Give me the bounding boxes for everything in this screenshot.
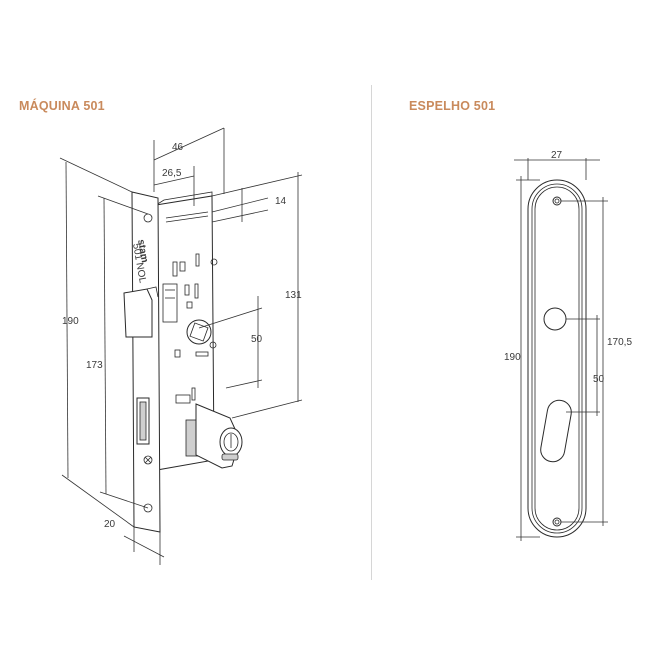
dim-50-label: 50 [251, 334, 263, 345]
case-slot [174, 349, 181, 358]
dim-50-ext-bottom [225, 379, 263, 389]
case-slot [186, 301, 193, 309]
dim-esp-190-label: 190 [504, 352, 521, 363]
faceplate-brand: stam [135, 239, 150, 264]
latch-mechanism [162, 283, 178, 323]
dim-190-ext-top [59, 157, 133, 193]
escutcheon-screw-bottom [552, 517, 562, 527]
screw-slot [144, 456, 152, 464]
handle-follower [186, 319, 212, 345]
handle-hole [543, 307, 567, 331]
dim-46-label: 46 [172, 142, 184, 153]
follower-square-hole [189, 322, 209, 342]
dim-190-ext-bottom [61, 474, 135, 528]
dim-131-label: 131 [285, 290, 302, 301]
latch-bolt [123, 288, 153, 338]
cylinder-keyway [221, 453, 239, 461]
case-slot [165, 211, 209, 219]
dim-esp-50-label: 50 [593, 374, 605, 385]
case-rivet [209, 341, 217, 349]
escutcheon-plate-outer [527, 179, 587, 538]
escutcheon-plate-bevel [534, 186, 580, 531]
dim-26-5-line [153, 175, 195, 186]
lock-body-drawing: stam 501 NOL 46 26,5 14 [59, 127, 303, 565]
dim-14-ext-b [211, 209, 269, 223]
faceplate-screw [143, 455, 153, 465]
cylinder-hole [540, 399, 572, 463]
dim-20-line [123, 535, 165, 558]
dim-131-ext-top [211, 174, 303, 197]
dim-50-ext-top [198, 307, 263, 329]
dim-170-5-label: 170,5 [607, 337, 632, 348]
escutcheon-screw-bottom-center [554, 519, 560, 525]
dim-14-ext-a [211, 197, 269, 213]
escutcheon-plate-inner [531, 183, 583, 534]
escutcheon-drawing: 27 190 170,5 50 [504, 150, 632, 541]
case-slot [191, 387, 196, 401]
dim-131-ext-bottom [231, 399, 303, 419]
dim-173-ext-top [97, 195, 149, 215]
dim-190-line [65, 161, 69, 479]
dim-173-line [103, 197, 107, 495]
dim-27-label: 27 [551, 150, 563, 161]
escutcheon-screw-top-center [554, 198, 560, 204]
dim-190-label: 190 [62, 316, 79, 327]
section-divider [371, 85, 372, 580]
lock-body-title: MÁQUINA 501 [19, 99, 105, 113]
dim-20-label: 20 [104, 519, 116, 530]
dim-46-line [153, 127, 225, 161]
escutcheon-screw-top [552, 196, 562, 206]
case-rivet [210, 258, 218, 266]
faceplate-screw-hole [143, 503, 153, 513]
case-slot [165, 215, 209, 223]
euro-cylinder [185, 403, 243, 469]
latch-bolt-top [146, 286, 159, 298]
dim-26-5-label: 26,5 [162, 168, 182, 179]
case-slot [195, 253, 200, 267]
case-slot [172, 261, 178, 277]
cylinder-plug [223, 432, 239, 452]
dim-173-ext-bottom [99, 491, 149, 509]
lock-case-edge [155, 191, 213, 206]
case-slot [175, 394, 191, 404]
dim-14-label: 14 [275, 196, 287, 207]
deadbolt [139, 401, 147, 441]
case-slot [195, 351, 209, 357]
escutcheon-title: ESPELHO 501 [409, 99, 496, 113]
dim-173-label: 173 [86, 360, 103, 371]
case-slot [184, 284, 190, 296]
case-slot [179, 261, 186, 272]
case-slot [194, 283, 199, 299]
